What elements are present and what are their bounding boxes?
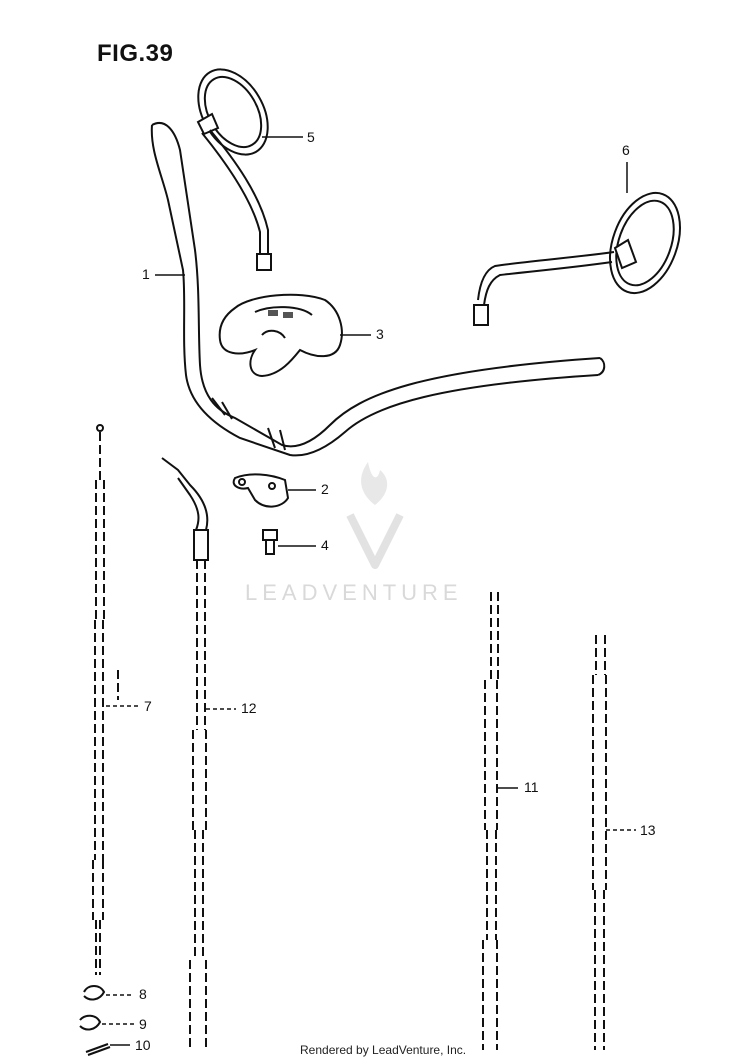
callout-2[interactable]: 2 (321, 481, 329, 497)
right-mirror (473, 191, 681, 326)
callout-6[interactable]: 6 (622, 142, 630, 158)
callout-10[interactable]: 10 (135, 1037, 151, 1053)
callout-9[interactable]: 9 (139, 1016, 147, 1032)
callout-4[interactable]: 4 (321, 537, 329, 553)
figure-title: FIG.39 (97, 40, 174, 67)
leader-lines (102, 136, 636, 1046)
watermark-text: LEADVENTURE (245, 580, 463, 605)
callout-3[interactable]: 3 (376, 326, 384, 342)
cable-12 (161, 457, 209, 1050)
callout-8[interactable]: 8 (139, 986, 147, 1002)
watermark-logo (346, 462, 404, 569)
callout-12[interactable]: 12 (241, 700, 257, 716)
handlebar-holder (218, 293, 343, 378)
handlebar (150, 122, 606, 457)
left-mirror (196, 68, 272, 271)
cable-7 (92, 424, 119, 975)
credit-footer: Rendered by LeadVenture, Inc. (300, 1043, 467, 1057)
callout-7[interactable]: 7 (144, 698, 152, 714)
cable-end-10 (85, 1043, 111, 1056)
cable-13 (592, 635, 607, 1050)
callout-5[interactable]: 5 (307, 129, 315, 145)
bracket (232, 473, 290, 508)
cable-11 (482, 592, 499, 1050)
callout-1[interactable]: 1 (142, 266, 150, 282)
callout-13[interactable]: 13 (640, 822, 656, 838)
clip-8 (83, 985, 106, 1001)
callout-11[interactable]: 11 (524, 779, 539, 795)
bolt (262, 529, 278, 555)
clip-9 (79, 1014, 102, 1031)
